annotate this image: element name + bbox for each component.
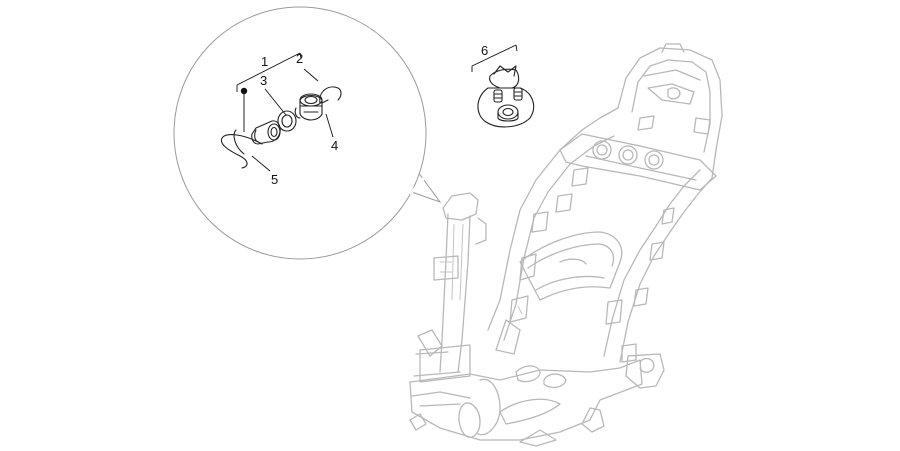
callout-6: 6 <box>481 43 488 58</box>
callout-labels: 1 2 3 4 5 6 <box>260 43 488 187</box>
callout-3: 3 <box>260 73 267 88</box>
detail-bubble <box>173 6 442 260</box>
hardware-kit-bag-part-6 <box>477 65 535 128</box>
grommet-part-4 <box>294 93 334 138</box>
leader-1 <box>236 52 302 132</box>
callout-4: 4 <box>331 138 338 153</box>
callout-2: 2 <box>296 51 303 66</box>
spring-clip-part-2 <box>303 68 342 104</box>
washer-part-3 <box>264 88 297 132</box>
scooter-frame <box>409 43 723 447</box>
leader-6 <box>471 44 518 72</box>
callout-5: 5 <box>271 172 278 187</box>
wire-clip-part-5 <box>220 129 271 172</box>
callout-1: 1 <box>261 54 268 69</box>
